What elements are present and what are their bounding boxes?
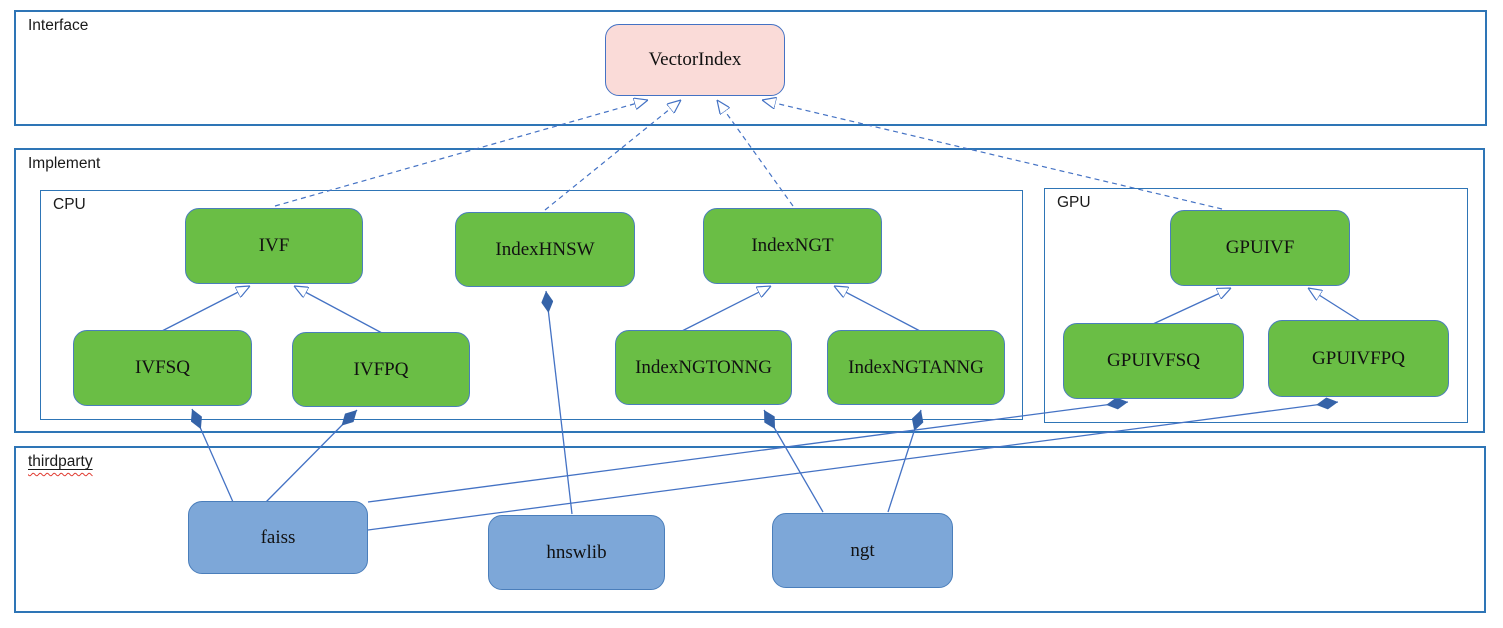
node-vectorindex: VectorIndex [605, 24, 785, 96]
node-indexngtonng-label: IndexNGTONNG [635, 356, 772, 378]
container-gpu-label: GPU [1057, 194, 1091, 211]
node-indexhnsw: IndexHNSW [455, 212, 635, 287]
node-ivf-label: IVF [258, 235, 290, 256]
node-gpuivfpq-label: GPUIVFPQ [1312, 347, 1405, 369]
node-ngt-label: ngt [850, 539, 875, 561]
node-indexngtanng: IndexNGTANNG [827, 330, 1005, 405]
container-cpu-label: CPU [53, 196, 86, 213]
node-ivfsq: IVFSQ [73, 330, 252, 406]
node-indexngt: IndexNGT [703, 208, 882, 284]
node-ivf: IVF [185, 208, 363, 284]
container-thirdparty-label-text: thirdparty [28, 453, 93, 470]
node-gpuivfsq: GPUIVFSQ [1063, 323, 1244, 399]
node-gpuivf-label: GPUIVF [1225, 237, 1295, 258]
node-faiss: faiss [188, 501, 368, 574]
node-indexngtanng-label: IndexNGTANNG [848, 356, 984, 378]
node-gpuivf: GPUIVF [1170, 210, 1350, 286]
node-ngt: ngt [772, 513, 953, 588]
node-ivfsq-label: IVFSQ [135, 357, 190, 378]
container-interface-label: Interface [28, 17, 89, 34]
node-indexngtonng: IndexNGTONNG [615, 330, 792, 405]
container-thirdparty-label: thirdparty [28, 453, 93, 471]
node-indexngt-label: IndexNGT [751, 235, 834, 256]
node-hnswlib-label: hnswlib [546, 541, 607, 563]
node-indexhnsw-label: IndexHNSW [495, 238, 595, 260]
container-implement-label: Implement [28, 155, 101, 172]
node-ivfpq: IVFPQ [292, 332, 470, 407]
node-vectorindex-label: VectorIndex [648, 49, 742, 70]
node-ivfpq-label: IVFPQ [353, 358, 409, 380]
node-gpuivfpq: GPUIVFPQ [1268, 320, 1449, 397]
node-faiss-label: faiss [260, 526, 296, 548]
node-hnswlib: hnswlib [488, 515, 665, 590]
node-gpuivfsq-label: GPUIVFSQ [1107, 350, 1200, 371]
